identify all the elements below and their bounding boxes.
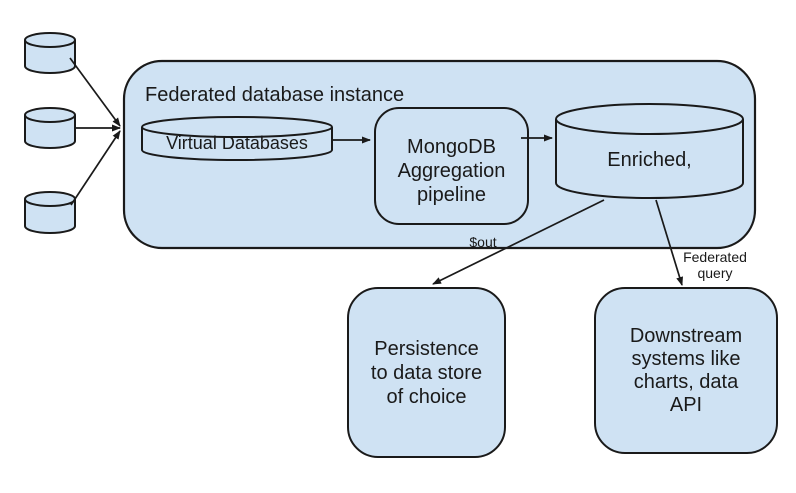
downstream-box — [594, 287, 778, 454]
cylinder-body — [555, 119, 744, 199]
aggregation-pipeline-box — [374, 107, 529, 225]
cylinder-body — [24, 199, 76, 234]
edge-enriched-to-persistence — [432, 199, 605, 285]
edge-source1-to-federation — [69, 57, 121, 127]
label-line: of choice — [386, 386, 467, 408]
label-line: systems like — [631, 348, 741, 370]
cylinder-top — [24, 32, 76, 48]
persistence-label: Persistence to data store of choice — [348, 337, 505, 409]
persistence-box — [347, 287, 506, 458]
cylinder-top — [141, 116, 333, 138]
label-line: MongoDB — [407, 136, 496, 158]
cylinder-top — [24, 191, 76, 207]
source-database-cylinder-3 — [24, 191, 76, 234]
label-line: API — [669, 394, 703, 416]
federated-instance-title: Federated database instance — [145, 84, 405, 106]
enriched-store-label: Enriched, — [607, 149, 692, 171]
label-line: pipeline — [417, 184, 486, 206]
source-database-cylinder-1 — [24, 32, 76, 74]
cylinder-top — [555, 103, 744, 135]
label-line: to data store — [370, 362, 483, 384]
enriched-store-cylinder — [555, 103, 744, 199]
cylinder-body — [24, 40, 76, 74]
label-line: Persistence — [374, 338, 479, 360]
virtual-databases-cylinder — [141, 116, 333, 161]
label-line: Downstream — [629, 325, 743, 347]
label-line: Federated — [683, 249, 747, 265]
out-edge-label: $out — [469, 234, 497, 250]
label-line: charts, data — [633, 371, 739, 393]
edge-source3-to-federation — [70, 130, 121, 206]
federated-query-edge-label: Federated query — [672, 249, 758, 281]
cylinder-body — [24, 115, 76, 149]
edge-enriched-to-downstream — [655, 199, 684, 286]
cylinder-top — [24, 107, 76, 123]
label-line: query — [697, 265, 733, 281]
label-line: Aggregation — [397, 160, 506, 182]
source-database-cylinder-2 — [24, 107, 76, 149]
virtual-databases-label: Virtual Databases — [166, 133, 308, 153]
downstream-label: Downstream systems like charts, data API — [595, 325, 777, 417]
aggregation-pipeline-label: MongoDB Aggregation pipeline — [375, 135, 528, 207]
